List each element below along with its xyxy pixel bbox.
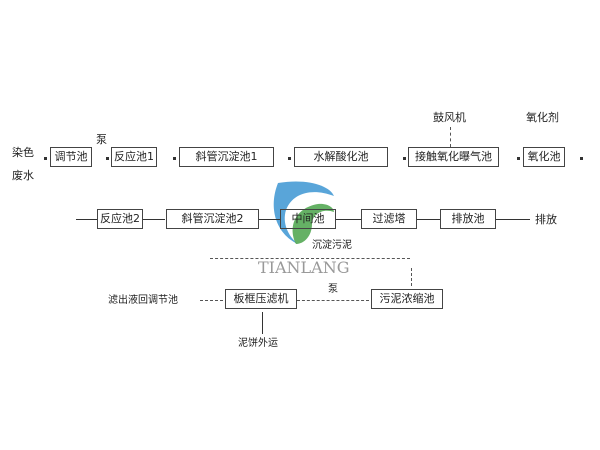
flow-arrow: [76, 219, 97, 220]
cake-line: [262, 312, 263, 334]
inclined-settler-1: 斜管沉淀池1: [179, 147, 274, 167]
flow-arrow: [336, 219, 361, 220]
cake-out-label: 泥饼外运: [238, 338, 278, 349]
flow-point: [173, 157, 176, 160]
intermediate-tank: 中间池: [280, 209, 336, 229]
filter-tower: 过滤塔: [361, 209, 417, 229]
flow-arrow: [143, 219, 165, 220]
tianlang-logo: [273, 181, 334, 244]
discharge-tank: 排放池: [440, 209, 496, 229]
flow-point: [403, 157, 406, 160]
blower-label: 鼓风机: [433, 111, 466, 124]
reaction-tank-2: 反应池2: [97, 209, 143, 229]
flow-point: [288, 157, 291, 160]
flow-arrow: [259, 219, 280, 220]
settled-sludge-label: 沉淀污泥: [312, 240, 352, 251]
filtrate-return-label: 滤出液回调节池: [108, 295, 178, 306]
flow-point: [580, 157, 583, 160]
oxidation-tank: 氧化池: [523, 147, 565, 167]
hydrolysis-tank: 水解酸化池: [294, 147, 388, 167]
filter-press: 板框压滤机: [225, 289, 297, 309]
sludge-thickener: 污泥浓缩池: [371, 289, 443, 309]
watermark-text: TIANLANG: [258, 258, 350, 277]
sludge-pump-line: [297, 300, 369, 301]
flow-arrow: [496, 219, 530, 220]
pump-label: 泵: [96, 133, 107, 146]
filtrate-line: [200, 300, 223, 301]
flow-arrow: [417, 219, 440, 220]
inclined-settler-2: 斜管沉淀池2: [166, 209, 259, 229]
pump-label-2: 泵: [328, 284, 338, 295]
contact-oxidation-tank: 接触氧化曝气池: [408, 147, 499, 167]
flow-point: [106, 157, 109, 160]
regulating-tank: 调节池: [50, 147, 92, 167]
air-line: [450, 127, 451, 147]
discharge-label: 排放: [535, 213, 557, 226]
input-label: 染色废水: [12, 146, 34, 182]
sludge-line: [411, 268, 412, 286]
reaction-tank-1: 反应池1: [111, 147, 157, 167]
oxidant-label: 氧化剂: [526, 111, 559, 124]
flow-point: [44, 157, 47, 160]
flow-point: [517, 157, 520, 160]
sludge-line: [210, 258, 410, 259]
